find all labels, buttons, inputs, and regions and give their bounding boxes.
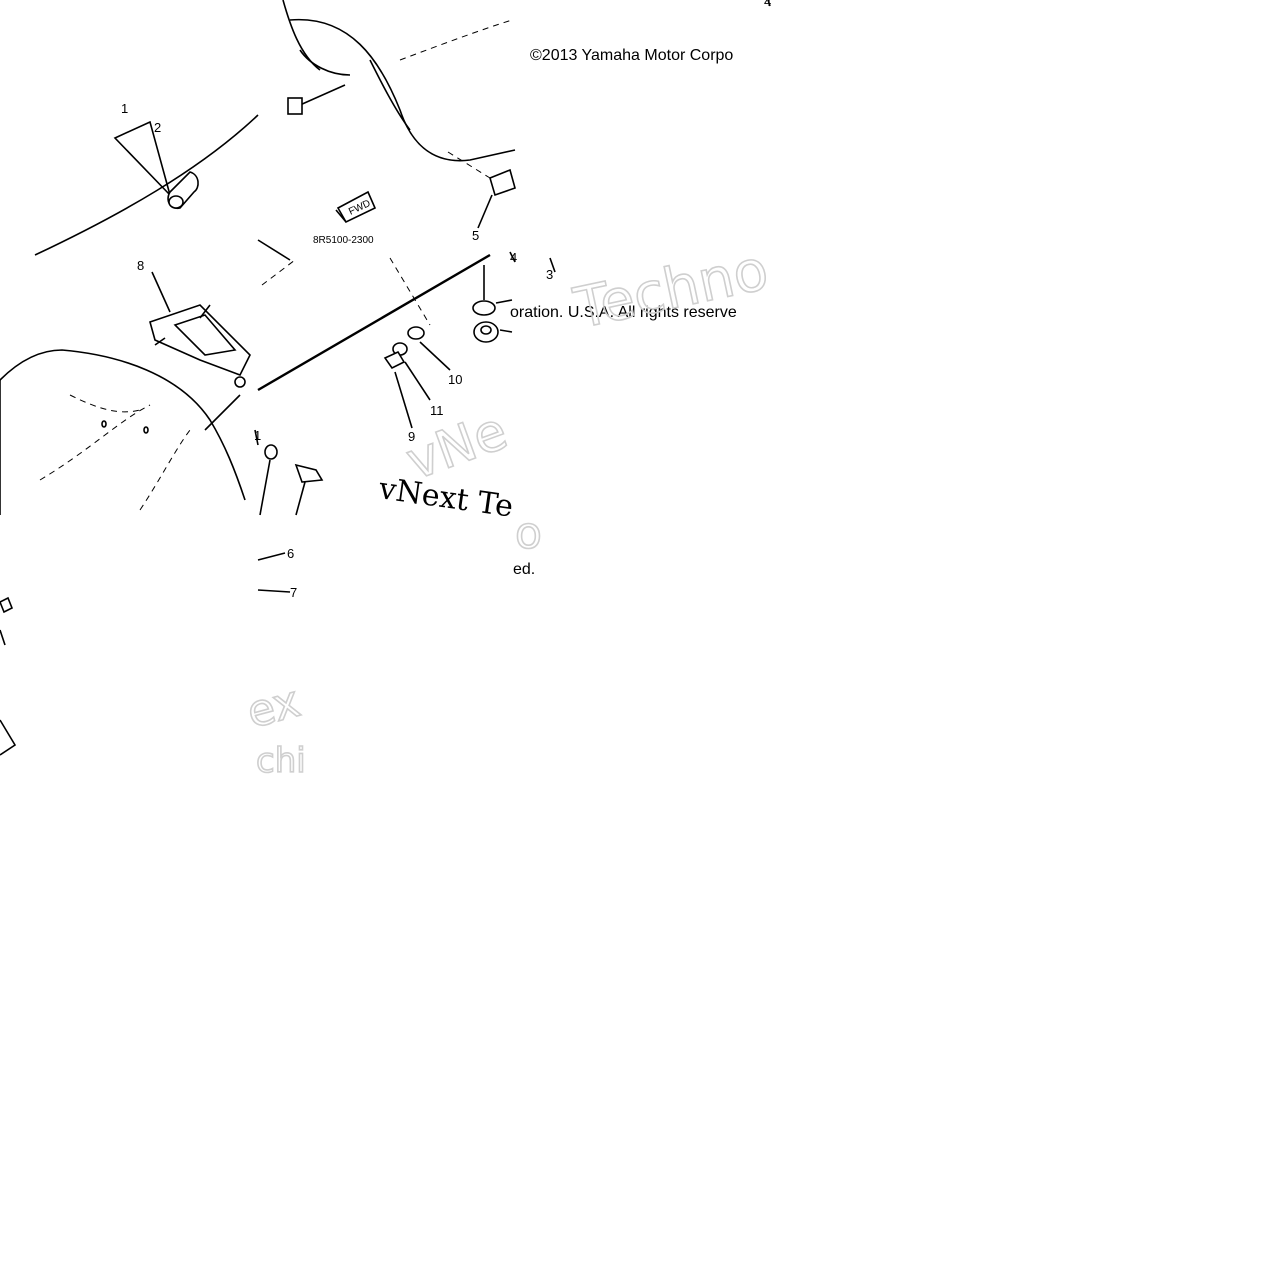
grommets-right [472,265,513,343]
copyright-line-3: ed. [513,561,535,578]
callout-1: 1 [121,101,128,116]
watermark-outline-4: ex [242,676,306,739]
main-panel-part [257,190,491,392]
copyright-line-1: ©2013 Yamaha Motor Corpo [530,47,733,64]
lower-left-parts [0,596,17,756]
bracket-part-2 [113,120,199,210]
top-shell-part [282,0,516,162]
watermark-outline-3: o [515,508,542,559]
watermark-outline-2: vNe [399,401,515,492]
copyright-line-2: oration. U.S.A. All rights reserve [510,304,737,321]
watermark-outline-1: Techno [568,238,773,342]
callout-8: 8 [137,258,144,273]
callout-1-lower: 1 [254,428,261,443]
part-number: 8R5100-2300 [313,235,374,246]
hardware-9-10-11 [383,326,451,429]
callout-3: 3 [546,267,553,282]
misc-marks [254,0,771,446]
callout-2: 2 [154,120,161,135]
bolts-6-7 [257,444,324,593]
callout-11: 11 [430,403,444,418]
callout-4: 4 [510,250,517,265]
callout-5: 5 [472,228,479,243]
callout-7: 7 [290,585,297,600]
callout-6: 6 [287,546,294,561]
plate-part-8 [149,271,251,431]
watermark-outline-5: chi [256,741,306,781]
left-hull-part [0,114,259,515]
callout-10: 10 [448,372,462,387]
callout-9: 9 [408,429,415,444]
callout-4-top: 4 [764,0,771,9]
mount-part-5 [447,151,516,229]
